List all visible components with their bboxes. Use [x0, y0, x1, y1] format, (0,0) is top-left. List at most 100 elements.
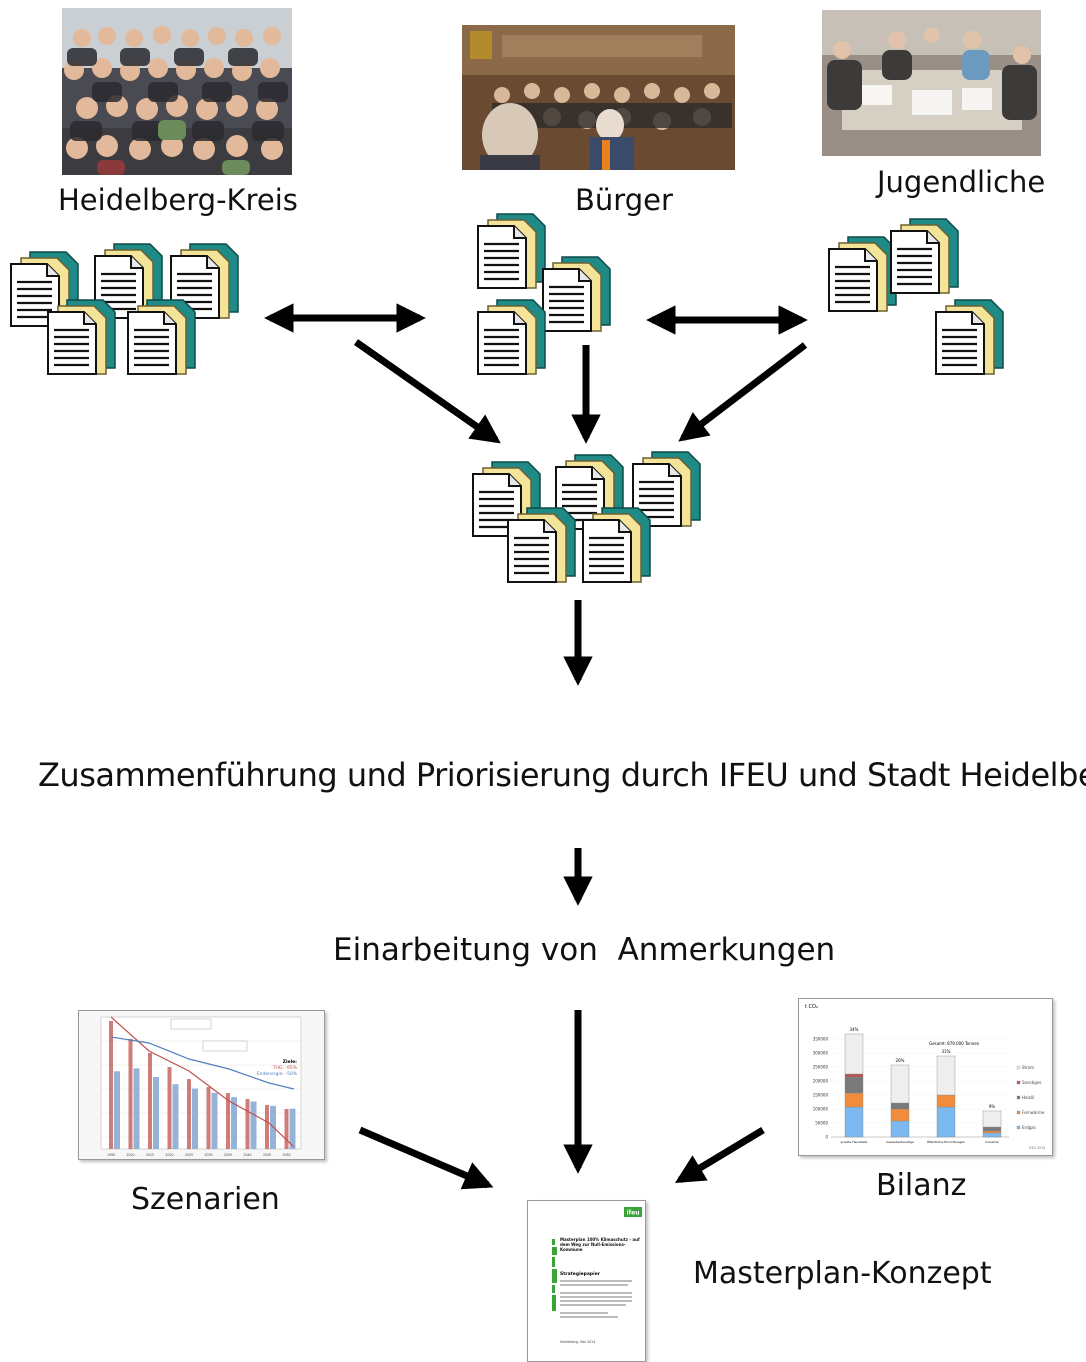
bilanz-bar-segment: [936, 1094, 956, 1108]
group-label-buerger: Bürger: [575, 183, 673, 217]
bilanz-share-label: 31%: [942, 1049, 951, 1054]
bilanz-ytick: 150000: [813, 1093, 829, 1098]
group-label-jugendliche: Jugendliche: [877, 165, 1046, 199]
bilanz-legend-swatch: [1016, 1125, 1021, 1130]
bilanz-label: Bilanz: [876, 1168, 967, 1203]
bilanz-ytick: 350000: [813, 1037, 829, 1042]
bilanz-ytick: 100000: [813, 1107, 829, 1112]
bilanz-ytick: 50000: [815, 1121, 828, 1126]
bilanz-total: Gesamt: 879.000 Tonnen: [929, 1041, 980, 1046]
szenarien-xtick: 1990: [107, 1153, 115, 1157]
bilanz-bar-segment: [890, 1064, 910, 1104]
szenarien-bar: [109, 1021, 113, 1149]
bilanz-bar-segment: [844, 1033, 864, 1075]
bilanz-legend-label: Strom: [1022, 1065, 1034, 1070]
bilanz-category-label: Industrie: [985, 1140, 998, 1144]
bilanz-bar-segment: [890, 1120, 910, 1138]
szenarien-bar: [167, 1067, 172, 1149]
masterplan-label: Masterplan-Konzept: [693, 1256, 992, 1291]
bilanz-bar-segment: [982, 1126, 1002, 1132]
masterplan-doc-subtitle: Strategiepapier: [560, 1271, 601, 1277]
szenarien-bar: [265, 1105, 269, 1149]
bilanz-bar-segment: [890, 1102, 910, 1110]
bilanz-legend-label: Heizöl: [1022, 1095, 1034, 1100]
bilanz-category-label: Gewerbe/Sonstige: [886, 1140, 914, 1144]
bilanz-ytick: 250000: [813, 1065, 829, 1070]
bilanz-bar-segment: [844, 1073, 864, 1078]
arrow-kreis-to-merge: [353, 339, 501, 444]
bilanz-legend-swatch: [1016, 1110, 1021, 1115]
bilanz-bar-segment: [844, 1092, 864, 1108]
szenarien-bar: [153, 1077, 159, 1149]
group-label-heidelberg-kreis: Heidelberg-Kreis: [58, 183, 298, 217]
arrow-szenarien-to-masterplan: [358, 1126, 494, 1190]
masterplan-document: ifeu Masterplan 100% Klimaschutz - auf d…: [527, 1200, 646, 1362]
buerger-photo: [462, 25, 735, 170]
ziel-energie: Endenergie: -50%: [257, 1071, 298, 1077]
szenarien-bar: [192, 1088, 198, 1149]
szenarien-bar: [231, 1097, 237, 1149]
szenarien-xtick: 2010: [126, 1153, 134, 1157]
arrow-bilanz-to-masterplan: [674, 1127, 765, 1184]
szenarien-xtick: 2045: [263, 1153, 271, 1157]
bilanz-chart-thumbnail: t CO₂ Gesamt: 879.000 Tonnen 350000 30000…: [798, 998, 1053, 1156]
step-incorporate-text: Einarbeitung von Anmerkungen: [333, 932, 836, 968]
ifeu-logo: ifeu: [626, 1210, 639, 1217]
bilanz-legend-swatch: [1016, 1065, 1021, 1070]
szenarien-bar: [250, 1101, 257, 1149]
szenarien-bar: [245, 1099, 250, 1149]
bilanz-share-label: 9%: [989, 1104, 996, 1109]
bilanz-bar-segment: [890, 1108, 910, 1122]
bilanz-ytick: 0: [825, 1135, 828, 1140]
szenarien-bar: [128, 1039, 133, 1149]
bilanz-mini-chart: t CO₂ Gesamt: 879.000 Tonnen 350000 30000…: [799, 999, 1052, 1155]
szenarien-xtick: 2040: [243, 1153, 251, 1157]
szenarien-bar: [211, 1092, 218, 1149]
szenarien-label: Szenarien: [131, 1182, 280, 1217]
bilanz-legend-label: Sonstiges: [1022, 1080, 1041, 1085]
bilanz-bar-segment: [844, 1076, 864, 1094]
szenarien-bar: [206, 1087, 211, 1149]
ziel-thg: THG: -95%: [272, 1065, 298, 1071]
szenarien-mini-chart: Ziele: THG: -95% Endenergie: -50% 1990 20…: [79, 1011, 324, 1159]
szenarien-xtick: 2015: [146, 1153, 154, 1157]
bilanz-ytick: 300000: [813, 1051, 829, 1056]
masterplan-doc-footer: Heidelberg, Mai 2014: [560, 1340, 595, 1344]
szenarien-bar: [133, 1068, 140, 1149]
ziele-label: Ziele:: [283, 1059, 297, 1065]
masterplan-doc-title: Masterplan 100% Klimaschutz - auf dem We…: [560, 1237, 640, 1252]
szenarien-bar: [172, 1084, 179, 1149]
szenarien-bar: [187, 1079, 191, 1149]
bilanz-share-label: 34%: [850, 1027, 859, 1032]
bilanz-share-label: 26%: [896, 1058, 905, 1063]
heidelberg-kreis-photo: [62, 8, 292, 175]
bilanz-bar-segment: [982, 1130, 1002, 1134]
bilanz-category-label: Öffentliche Einrichtungen: [927, 1139, 965, 1144]
bilanz-ytick: 200000: [813, 1079, 829, 1084]
bilanz-bar-segment: [982, 1110, 1002, 1128]
bilanz-legend-label: Erdgas: [1022, 1125, 1036, 1130]
arrow-jugend-to-merge: [678, 342, 808, 442]
szenarien-bar: [114, 1071, 120, 1149]
szenarien-xtick: 2020: [165, 1153, 173, 1157]
step-merge-text: Zusammenführung und Priorisierung durch …: [38, 756, 1086, 794]
szenarien-bar: [148, 1053, 152, 1149]
szenarien-bar: [284, 1109, 289, 1149]
szenarien-bar: [289, 1108, 296, 1149]
bilanz-legend-swatch: [1016, 1080, 1021, 1085]
szenarien-xtick: 2035: [224, 1153, 232, 1157]
szenarien-bar: [226, 1093, 230, 1149]
jugendliche-photo: [822, 10, 1041, 156]
bilanz-bar-segment: [936, 1106, 956, 1138]
szenarien-chart-thumbnail: Ziele: THG: -95% Endenergie: -50% 1990 20…: [78, 1010, 325, 1160]
bilanz-legend-swatch: [1016, 1095, 1021, 1100]
szenarien-xtick: 2050: [282, 1153, 290, 1157]
bilanz-category-label: private Haushalte: [841, 1140, 868, 1144]
bilanz-unit: t CO₂: [805, 1004, 818, 1010]
bilanz-source: IFEU 2010: [1029, 1146, 1045, 1150]
szenarien-xtick: 2030: [204, 1153, 212, 1157]
bilanz-bar-segment: [936, 1055, 956, 1096]
szenarien-xtick: 2025: [185, 1153, 193, 1157]
bilanz-bar-segment: [982, 1132, 1002, 1138]
